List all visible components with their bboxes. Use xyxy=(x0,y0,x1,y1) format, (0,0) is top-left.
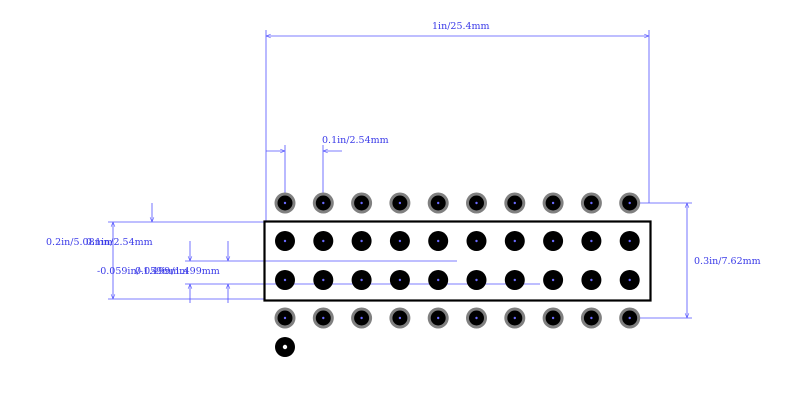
pad-group xyxy=(274,192,641,329)
pad-center-mark xyxy=(322,201,325,205)
pad-center-mark xyxy=(551,239,555,243)
pad-center-mark xyxy=(628,278,631,282)
pad-center-mark xyxy=(475,239,478,243)
pad-center-mark xyxy=(322,239,325,243)
label-total-length: 1in/25.4mm xyxy=(432,21,490,32)
pad-center-mark xyxy=(398,278,402,282)
pad-center-mark xyxy=(360,316,363,320)
pad-center-mark xyxy=(398,201,402,205)
pad-center-mark xyxy=(513,278,516,282)
label-row-span: 0.3in/7.62mm xyxy=(694,256,761,267)
label-left-outer: 0.2in/5.08mm xyxy=(46,237,113,248)
pad-center-mark xyxy=(322,278,325,282)
label-offset-b: 0.059in/1.499mm xyxy=(135,266,220,277)
pad-center-mark xyxy=(475,201,478,205)
pad-center-mark xyxy=(590,278,593,282)
pad-center-mark xyxy=(628,201,631,205)
pad-center-mark xyxy=(513,239,516,243)
label-offset-a: -0.059in/-1.499mm xyxy=(97,266,188,277)
pad-center-mark xyxy=(437,201,440,205)
pad-center-mark xyxy=(283,316,287,320)
pad-center-mark xyxy=(322,316,325,320)
package-outline xyxy=(263,220,652,302)
pad-center-mark xyxy=(360,239,363,243)
pad-center-mark xyxy=(283,239,287,243)
pad-center-mark xyxy=(513,201,516,205)
pad-center-mark xyxy=(590,239,593,243)
label-left-inner: 0.1in/2.54mm xyxy=(86,237,153,248)
label-pitch: 0.1in/2.54mm xyxy=(322,135,389,146)
pin1-marker-dot xyxy=(282,344,288,350)
pad-center-mark xyxy=(437,316,440,320)
pad-center-mark xyxy=(513,316,516,320)
pad-center-mark xyxy=(283,278,287,282)
pad-center-mark xyxy=(551,316,555,320)
pad-center-mark xyxy=(437,239,440,243)
pad-center-mark xyxy=(283,201,287,205)
pad-center-mark xyxy=(628,316,631,320)
pad-center-mark xyxy=(590,316,593,320)
pad-center-mark xyxy=(437,278,440,282)
pad-center-mark xyxy=(360,201,363,205)
pad-center-mark xyxy=(551,278,555,282)
pad-center-mark xyxy=(475,316,478,320)
pad-center-mark xyxy=(398,316,402,320)
pad-center-mark xyxy=(551,201,555,205)
pad-center-mark xyxy=(475,278,478,282)
pad-center-mark xyxy=(590,201,593,205)
dimension-lines xyxy=(113,36,687,318)
pad-center-mark xyxy=(360,278,363,282)
pad-center-mark xyxy=(628,239,631,243)
pad-center-mark xyxy=(398,239,402,243)
